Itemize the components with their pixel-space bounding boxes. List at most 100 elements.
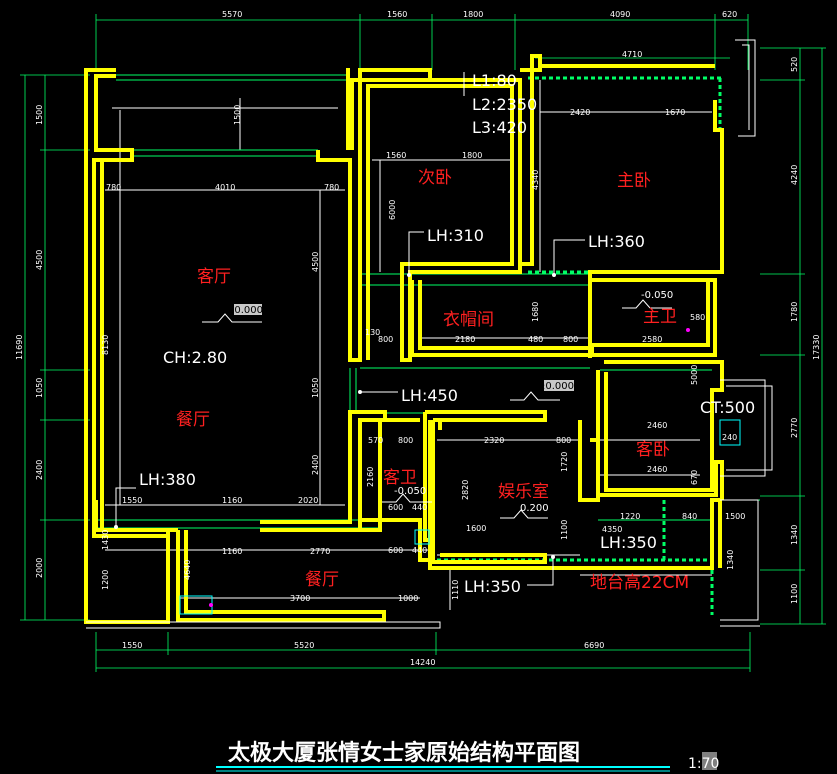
dim-inner-32: 2320 (484, 436, 504, 445)
room-closet: 衣帽间 (443, 310, 494, 330)
scale-highlight (702, 752, 717, 770)
dim-inner-2: 780 (106, 183, 121, 192)
note-lh350-right: LH:350 (600, 533, 657, 552)
room-master-bedroom: 主卧 (617, 171, 651, 191)
dim-left-1500: 1500 (35, 105, 44, 125)
dim-inner-15: 1430 (101, 530, 110, 550)
dim-inner-3: 780 (324, 183, 339, 192)
inner-guide-lines (105, 80, 712, 610)
dim-top-4090: 4090 (610, 10, 630, 19)
dim-inner-5: 8130 (101, 335, 110, 355)
dim-inner-17: 4640 (183, 560, 192, 580)
dimension-lines-bottom (95, 632, 751, 672)
dimension-lines-top (95, 14, 749, 70)
level-entertainment: 0.200 (520, 503, 549, 514)
dim-inner-50: 240 (722, 433, 737, 442)
dim-inner-46: 1500 (725, 512, 745, 521)
level-living: ±0.000 (226, 305, 263, 316)
note-ceiling-height: CH:2.80 (163, 348, 227, 367)
room-dining-lower: 餐厅 (305, 570, 339, 590)
dim-bottom-6690: 6690 (584, 641, 604, 650)
dim-bottom-1550: 1550 (122, 641, 142, 650)
drawing-title: 太极大厦张情女士家原始结构平面图 (228, 740, 580, 766)
dim-top-1560: 1560 (387, 10, 407, 19)
dim-right-2770: 2770 (790, 418, 799, 438)
dim-inner-1: 4010 (215, 183, 235, 192)
room-guest-bedroom: 客卧 (636, 440, 670, 460)
note-l3: L3:420 (472, 118, 527, 137)
dim-inner-13: 3700 (290, 594, 310, 603)
dim-left-2000: 2000 (35, 558, 44, 578)
room-dining-upper: 餐厅 (176, 410, 210, 430)
room-entertainment: 娱乐室 (498, 482, 549, 502)
room-platform: 地台高22CM (590, 573, 689, 593)
room-second-bedroom: 次卧 (418, 168, 452, 188)
dim-inner-41: 600 (388, 503, 403, 512)
dim-inner-42: 440 (412, 503, 427, 512)
dim-inner-27: 580 (690, 313, 705, 322)
note-ct500: CT:500 (700, 398, 755, 417)
note-leaders (115, 72, 585, 586)
dim-bottom-14240: 14240 (410, 658, 435, 667)
dim-top-620: 620 (722, 10, 737, 19)
dim-inner-10: 2020 (298, 496, 318, 505)
room-living: 客厅 (197, 267, 231, 287)
dim-inner-20: 1800 (462, 151, 482, 160)
dim-left-2400: 2400 (35, 460, 44, 480)
dim-inner-19: 1560 (386, 151, 406, 160)
dim-right-4240: 4240 (790, 165, 799, 185)
dim-inner-0: 1500 (233, 105, 242, 125)
dimension-lines-right (760, 47, 826, 625)
dim-inner-53: 1340 (726, 550, 735, 570)
dim-right-1100: 1100 (790, 584, 799, 604)
note-l1: L1:80 (472, 71, 517, 90)
dim-inner-8: 1550 (122, 496, 142, 505)
level-guest-bath: -0.050 (394, 486, 426, 497)
dim-inner-35: 800 (398, 436, 413, 445)
dim-inner-36: 1720 (560, 452, 569, 472)
dim-inner-34: 570 (368, 436, 383, 445)
note-lh380: LH:380 (139, 470, 196, 489)
dim-top-4710: 4710 (622, 50, 642, 59)
dim-inner-31: 2460 (647, 465, 667, 474)
dim-inner-51: 670 (690, 470, 699, 485)
dim-right-520: 520 (790, 57, 799, 72)
dim-inner-28: 800 (378, 335, 393, 344)
dim-inner-4: 4500 (311, 252, 320, 272)
note-lh360: LH:360 (588, 232, 645, 251)
dim-right-1340: 1340 (790, 525, 799, 545)
dim-inner-22: 1680 (531, 302, 540, 322)
dim-inner-33: 800 (556, 436, 571, 445)
dim-top-1800: 1800 (463, 10, 483, 19)
room-master-bath: 主卫 (643, 307, 677, 327)
dim-right-1780: 1780 (790, 302, 799, 322)
dimension-lines-left (20, 74, 90, 621)
walls (84, 54, 724, 624)
dim-inner-48: 440 (412, 546, 427, 555)
dim-top-5570: 5570 (222, 10, 242, 19)
dim-inner-37: 2160 (366, 467, 375, 487)
dim-inner-12: 2770 (310, 547, 330, 556)
level-highlight-hall (544, 380, 574, 391)
dim-inner-40: 1100 (560, 520, 569, 540)
dim-left-4500: 4500 (35, 250, 44, 270)
marker-dot-master-bath (686, 328, 690, 332)
note-l2: L2:2350 (472, 95, 537, 114)
dim-inner-45: 840 (682, 512, 697, 521)
dim-inner-26: 2580 (642, 335, 662, 344)
room-guest-bath: 客卫 (383, 468, 417, 488)
dim-inner-24: 480 (528, 335, 543, 344)
dim-right-17330: 17330 (812, 335, 821, 360)
dim-inner-52: 1110 (451, 580, 460, 600)
dim-bottom-5520: 5520 (294, 641, 314, 650)
dim-left-11690: 11690 (15, 335, 24, 360)
note-lh350-bottom: LH:350 (464, 577, 521, 596)
dim-inner-16: 1200 (101, 570, 110, 590)
drawing-scale: 1:70 (688, 756, 719, 772)
dim-inner-30: 2460 (647, 421, 667, 430)
level-master-bath: -0.050 (641, 290, 673, 301)
dim-inner-29: 130 (365, 328, 380, 337)
dim-inner-23: 2180 (455, 335, 475, 344)
dim-inner-39: 1600 (466, 524, 486, 533)
